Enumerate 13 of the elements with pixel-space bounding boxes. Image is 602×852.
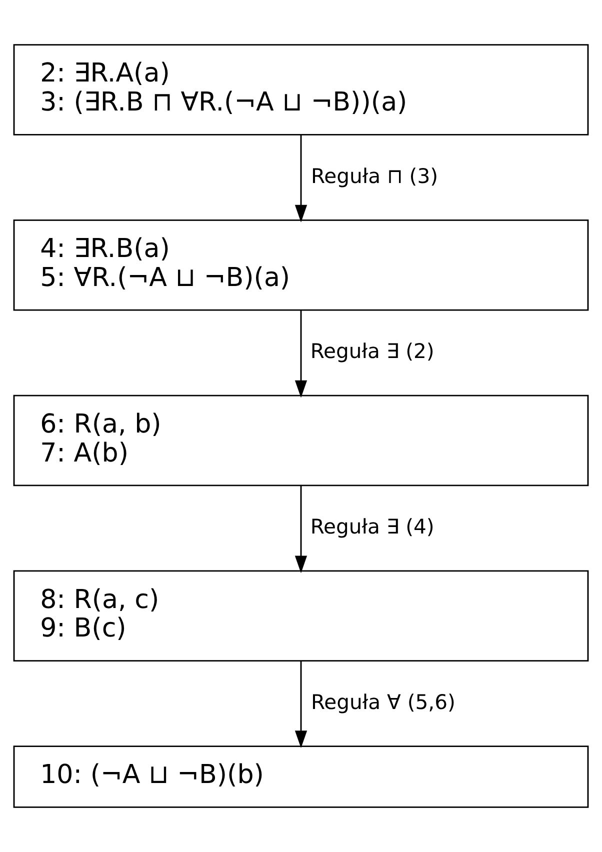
edge-label: Reguła ∃ (2) bbox=[310, 339, 434, 364]
node-box: 10: (¬A ⊔ ¬B)(b) bbox=[13, 746, 589, 808]
node-box: 6: R(a, b) 7: A(b) bbox=[13, 394, 589, 486]
node-box: 2: ∃R.A(a) 3: (∃R.B ⊓ ∀R.(¬A ⊔ ¬B))(a) bbox=[13, 44, 589, 136]
edge-label: Reguła ⊓ (3) bbox=[310, 164, 438, 188]
arrow bbox=[294, 660, 308, 748]
edge-label: Reguła ∃ (4) bbox=[310, 514, 434, 539]
node-box: 8: R(a, c) 9: B(c) bbox=[13, 570, 589, 662]
node-box: 4: ∃R.B(a) 5: ∀R.(¬A ⊔ ¬B)(a) bbox=[13, 219, 589, 311]
arrow bbox=[294, 134, 308, 222]
arrow bbox=[294, 310, 308, 398]
edge-label: Reguła ∀ (5,6) bbox=[310, 690, 456, 714]
arrow bbox=[294, 485, 308, 574]
